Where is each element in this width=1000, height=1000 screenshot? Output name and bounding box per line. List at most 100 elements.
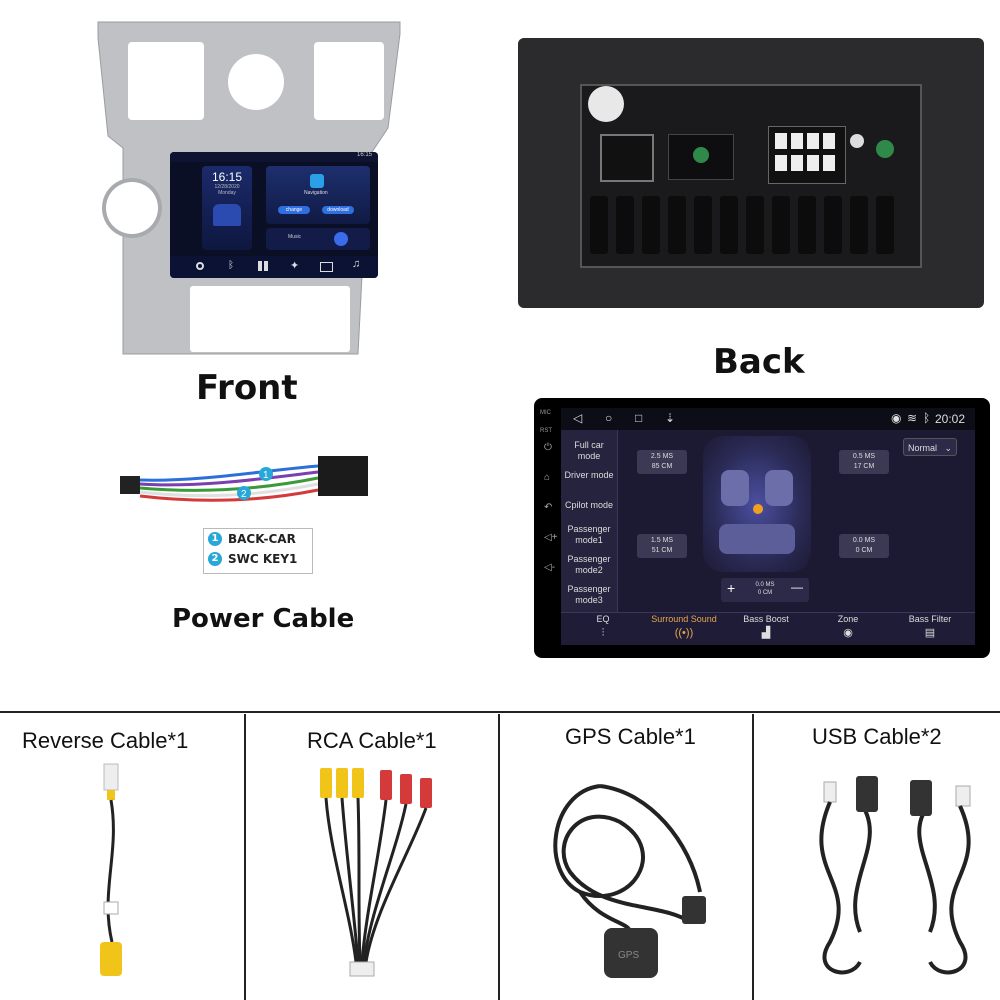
- download-button[interactable]: download: [322, 206, 354, 214]
- front-clock-weekday: Monday: [218, 190, 236, 196]
- cell-divider: [244, 714, 246, 1000]
- gps-cable-image: GPS: [540, 762, 720, 988]
- music-icon[interactable]: ♫: [352, 258, 361, 270]
- reverse-cable-image: [90, 762, 138, 988]
- front-clock-widget: 16:15 12/28/2020 Monday: [202, 166, 252, 250]
- dsp-status-bar: ◁ ○ □ ⇣ ◉ ≋ ᛒ 20:02: [561, 408, 975, 430]
- tab-bass-boost[interactable]: Bass Boost ▟: [728, 613, 804, 643]
- home-icon[interactable]: ⌂: [544, 472, 551, 483]
- cell-divider: [498, 714, 500, 1000]
- power-cable-legend: 1 BACK-CAR 2 SWC KEY1: [203, 528, 313, 574]
- tab-zone[interactable]: Zone ◉: [810, 613, 886, 643]
- car-seat-diagram: [703, 436, 811, 572]
- car-icon: [213, 204, 241, 226]
- legend-text: SWC KEY1: [228, 552, 298, 566]
- delay-front-left[interactable]: 2.5 MS 85 CM: [637, 450, 687, 474]
- dsp-status-time: 20:02: [935, 412, 966, 426]
- bluetooth-icon[interactable]: ᛒ: [228, 260, 234, 271]
- delay-rear-left[interactable]: 1.5 MS 51 CM: [637, 534, 687, 558]
- svg-text:1: 1: [263, 470, 269, 481]
- front-nav-widget[interactable]: Navigation change download: [266, 166, 370, 224]
- back-unit-image: [518, 38, 984, 308]
- settings-icon[interactable]: ✦: [290, 260, 300, 272]
- nav-home-icon[interactable]: ○: [605, 411, 613, 425]
- cell-divider: [752, 714, 754, 1000]
- tab-surround-sound[interactable]: Surround Sound ((•)): [646, 613, 722, 643]
- legend-row: 2 SWC KEY1: [204, 549, 312, 569]
- dsp-screen: ◁ ○ □ ⇣ ◉ ≋ ᛒ 20:02 Full car mode Driver…: [561, 408, 975, 644]
- svg-text:2: 2: [241, 489, 247, 500]
- front-clock-time: 16:15: [211, 170, 243, 184]
- power-icon[interactable]: ⏻: [544, 442, 552, 453]
- location-icon[interactable]: [196, 262, 204, 270]
- rca-cable-drawing: [320, 768, 432, 977]
- front-dock: ᛒ ✦ ♫: [170, 256, 378, 278]
- usb-icon: ⇣: [665, 411, 676, 425]
- power-harness-drawing: 1 2: [120, 456, 368, 502]
- chevron-down-icon: ⌄: [944, 443, 952, 453]
- usb-cable-image: [800, 762, 990, 988]
- dsp-tab-bar: [561, 612, 975, 645]
- legend-number: 2: [208, 552, 222, 566]
- section-divider: [0, 711, 1000, 713]
- listening-position-icon[interactable]: [753, 504, 763, 514]
- gps-connector-icon: [876, 140, 894, 158]
- mode-cpilot[interactable]: Cpilot mode: [564, 500, 614, 510]
- antenna-connector-icon: [850, 134, 864, 148]
- location-status-icon: ◉: [891, 411, 902, 425]
- plus-button[interactable]: +: [727, 580, 736, 596]
- mode-passenger-3[interactable]: Passenger mode3: [567, 584, 611, 605]
- tab-eq[interactable]: EQ ⫶: [565, 613, 641, 643]
- front-status-time: 16:15: [356, 152, 372, 158]
- reverse-cable-drawing: [100, 763, 122, 976]
- nav-recent-icon[interactable]: □: [635, 411, 643, 425]
- minus-button[interactable]: —: [791, 580, 803, 594]
- zone-icon: ◉: [843, 627, 853, 639]
- radio-icon[interactable]: [320, 262, 333, 272]
- wifi-icon: ≋: [907, 411, 918, 425]
- fan-icon: [668, 134, 734, 180]
- iso-connector-icon: [600, 134, 654, 182]
- change-button[interactable]: change: [278, 206, 310, 214]
- bluetooth-status-icon: ᛒ: [923, 411, 931, 425]
- rca-cable-title: RCA Cable*1: [307, 728, 437, 753]
- legend-text: BACK-CAR: [228, 532, 296, 546]
- play-icon[interactable]: [334, 232, 348, 246]
- volume-up-icon[interactable]: ◁+: [544, 532, 558, 543]
- nav-back-icon[interactable]: ◁: [573, 411, 583, 425]
- power-cable-label: Power Cable: [172, 604, 355, 634]
- gps-cable-drawing: GPS: [553, 784, 706, 978]
- bass-boost-icon: ▟: [761, 627, 771, 639]
- preset-dropdown[interactable]: Normal ⌄: [903, 438, 957, 456]
- tab-bass-filter[interactable]: Bass Filter ▤: [892, 613, 968, 643]
- mode-passenger-1[interactable]: Passenger mode1: [567, 524, 611, 545]
- front-clock-date: 12/28/2020: [214, 184, 240, 190]
- gps-cable-title: GPS Cable*1: [565, 724, 696, 749]
- mode-full-car[interactable]: Full car mode: [574, 440, 604, 461]
- navigation-icon: [310, 174, 324, 188]
- equalizer-icon: ⫶: [601, 627, 605, 639]
- delay-front-right[interactable]: 0.5 MS 17 CM: [839, 450, 889, 474]
- volume-down-icon[interactable]: ◁-: [544, 562, 556, 573]
- front-music-widget[interactable]: Music: [266, 228, 370, 250]
- preset-value: Normal: [908, 443, 938, 453]
- power-cable-image: 1 2: [118, 448, 374, 518]
- back-label: Back: [713, 342, 805, 382]
- rst-label: RST: [540, 428, 552, 434]
- front-screen[interactable]: 16:15 16:15 12/28/2020 Monday Navigation…: [170, 152, 378, 278]
- back-icon[interactable]: ↶: [544, 502, 553, 513]
- svg-text:GPS: GPS: [618, 950, 639, 961]
- warranty-seal-icon: [588, 86, 624, 122]
- rca-connector-icon: [768, 126, 846, 184]
- rca-cable-image: [310, 762, 450, 988]
- delay-rear-right[interactable]: 0.0 MS 0 CM: [839, 534, 889, 558]
- mode-driver[interactable]: Driver mode: [564, 470, 614, 480]
- surround-icon: ((•)): [674, 627, 694, 639]
- apps-icon[interactable]: [258, 261, 268, 271]
- usb-cable-title: USB Cable*2: [812, 724, 942, 749]
- bass-filter-icon: ▤: [924, 627, 936, 639]
- sub-delay-value: 0.0 MS 0 CM: [755, 582, 775, 596]
- mode-passenger-2[interactable]: Passenger mode2: [567, 554, 611, 575]
- reverse-cable-title: Reverse Cable*1: [22, 728, 189, 753]
- front-label: Front: [196, 368, 298, 408]
